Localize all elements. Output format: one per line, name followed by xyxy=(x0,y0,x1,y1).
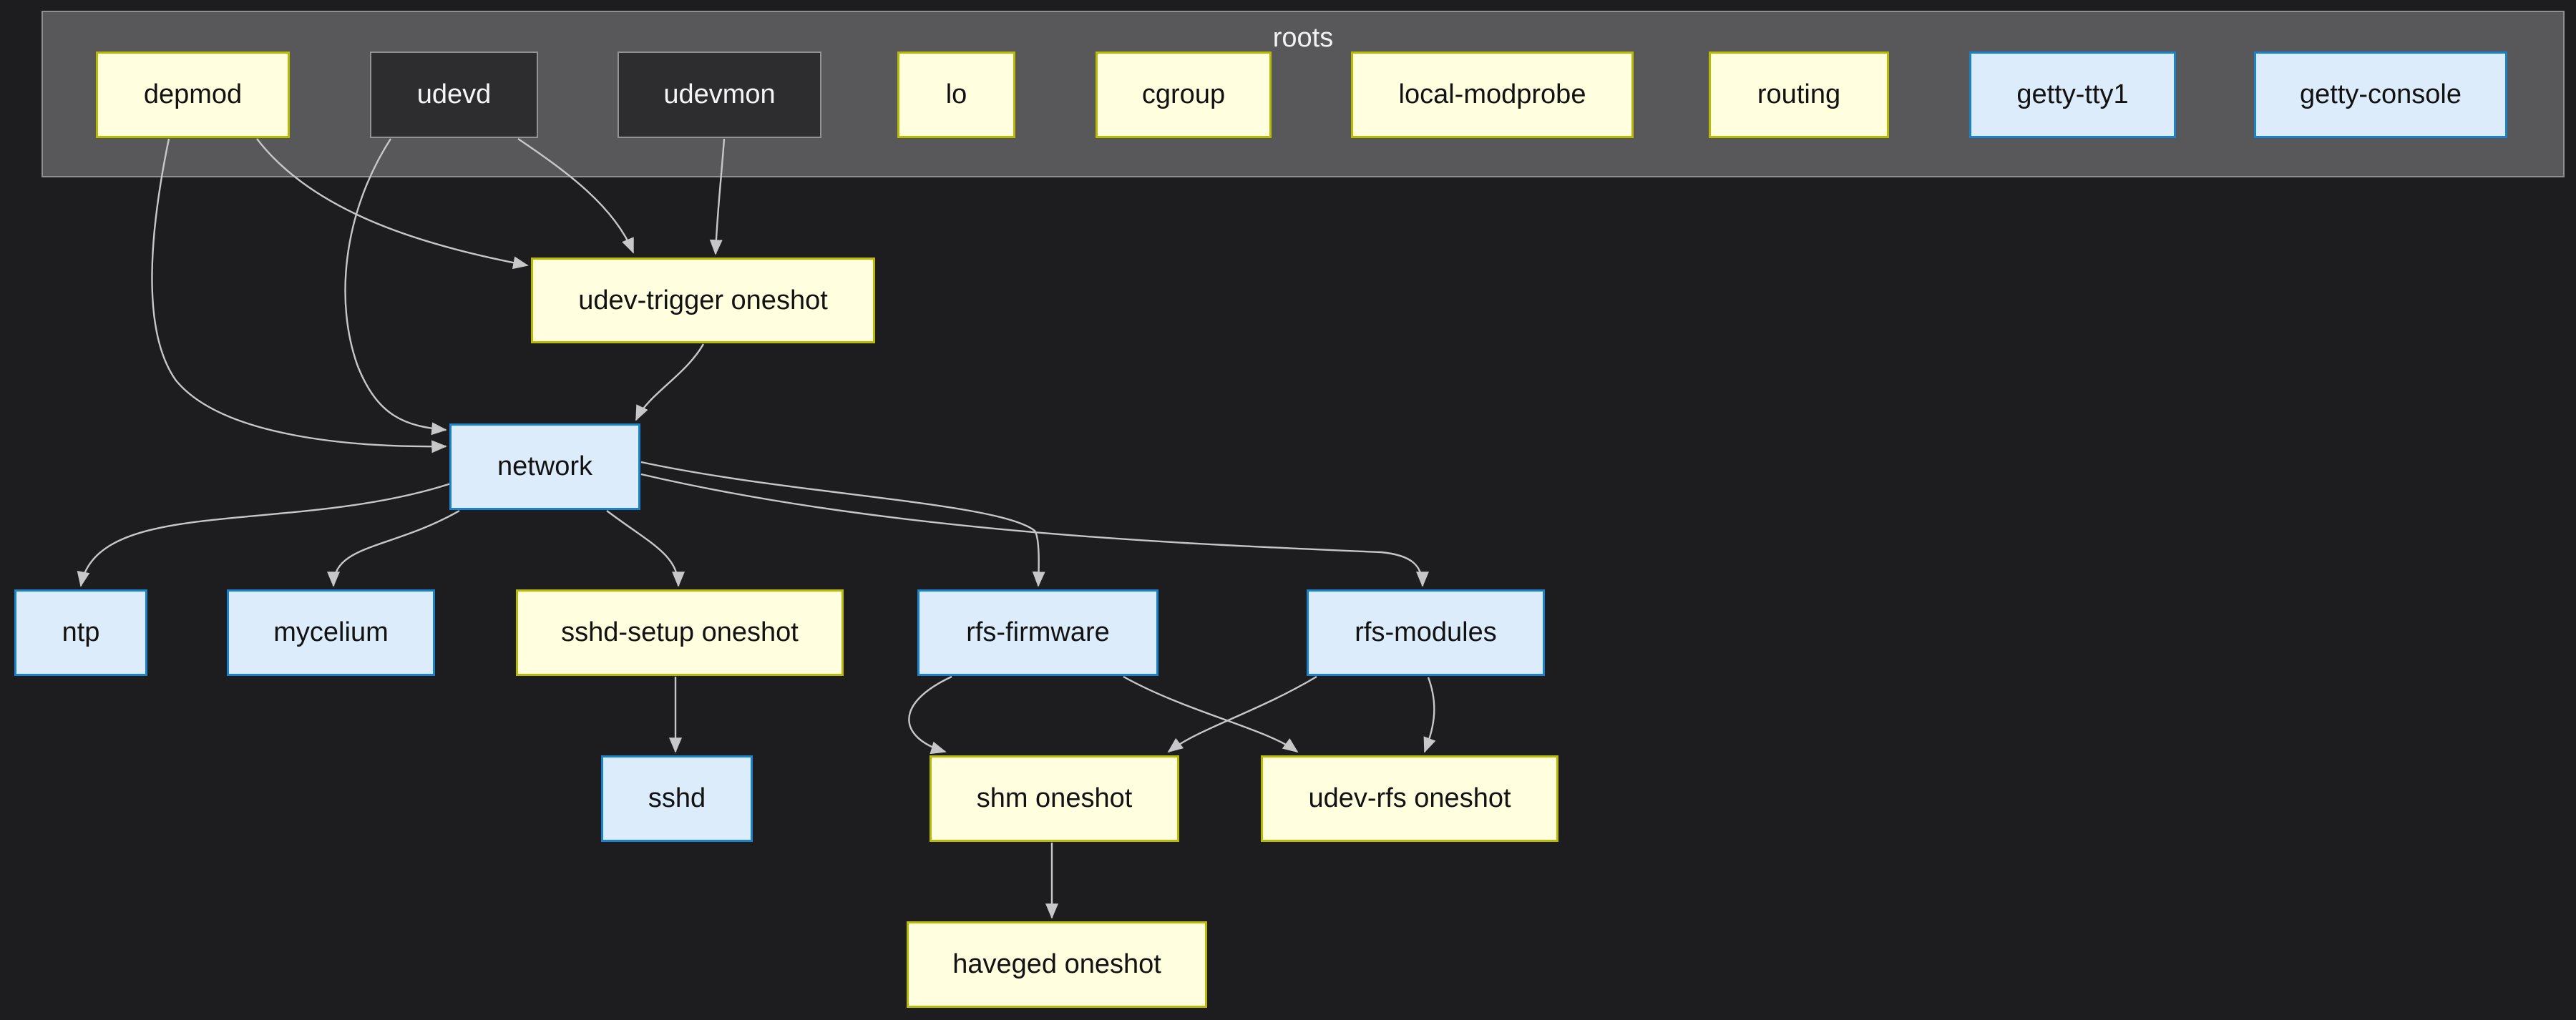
node-haveged-oneshot: haveged oneshot xyxy=(907,921,1207,1008)
node-rfs-firmware: rfs-firmware xyxy=(917,589,1158,676)
edge-udevmon-udev-trigger xyxy=(709,138,726,255)
node-depmod-label: depmod xyxy=(143,79,243,109)
node-udev-trigger-oneshot: udev-trigger oneshot xyxy=(531,258,875,343)
node-network-label: network xyxy=(497,451,593,481)
node-lo: lo xyxy=(897,52,1015,138)
edge-network-sshd-setup xyxy=(606,510,685,587)
edge-network-ntp xyxy=(77,482,452,587)
node-rfs-modules: rfs-modules xyxy=(1307,589,1545,676)
node-lo-label: lo xyxy=(945,79,967,109)
edge-rfs-modules-shm xyxy=(1167,675,1317,753)
node-sshd-setup-oneshot-label: sshd-setup oneshot xyxy=(561,617,799,647)
edge-rfs-firmware-shm xyxy=(908,675,952,755)
node-network: network xyxy=(449,423,640,510)
node-routing: routing xyxy=(1709,52,1889,138)
node-local-modprobe-label: local-modprobe xyxy=(1398,79,1586,109)
node-shm-oneshot-label: shm oneshot xyxy=(976,783,1133,813)
node-udev-trigger-oneshot-label: udev-trigger oneshot xyxy=(578,285,828,315)
roots-cluster-label: roots xyxy=(1272,23,1334,53)
edge-udevd-udev-trigger xyxy=(517,138,635,254)
node-getty-tty1-label: getty-tty1 xyxy=(2016,79,2129,109)
node-getty-console: getty-console xyxy=(2254,52,2507,138)
edge-udevd-network xyxy=(344,138,447,436)
node-cgroup-label: cgroup xyxy=(1141,79,1226,109)
node-sshd-setup-oneshot: sshd-setup oneshot xyxy=(516,589,844,676)
node-routing-label: routing xyxy=(1757,79,1841,109)
node-cgroup: cgroup xyxy=(1096,52,1272,138)
edge-depmod-network xyxy=(151,138,447,453)
node-udevd-label: udevd xyxy=(416,79,492,109)
node-mycelium-label: mycelium xyxy=(273,617,389,647)
node-shm-oneshot: shm oneshot xyxy=(930,755,1179,842)
node-rfs-firmware-label: rfs-firmware xyxy=(966,617,1110,647)
node-udev-rfs-oneshot: udev-rfs oneshot xyxy=(1261,755,1558,842)
node-ntp: ntp xyxy=(14,589,147,676)
edge-udev-trigger-network xyxy=(635,343,705,421)
node-getty-console-label: getty-console xyxy=(2299,79,2462,109)
edge-depmod-udev-trigger xyxy=(256,138,529,270)
edge-network-mycelium xyxy=(327,509,460,587)
node-sshd-label: sshd xyxy=(648,783,706,813)
node-rfs-modules-label: rfs-modules xyxy=(1355,617,1497,647)
node-udevd: udevd xyxy=(370,52,538,138)
edge-network-rfs-modules xyxy=(640,473,1429,587)
edge-rfs-firmware-udev-rfs xyxy=(1123,675,1299,753)
node-udevmon-label: udevmon xyxy=(663,79,776,109)
node-sshd: sshd xyxy=(601,755,753,842)
edge-rfs-modules-udev-rfs xyxy=(1423,677,1436,753)
node-local-modprobe: local-modprobe xyxy=(1351,52,1634,138)
node-haveged-oneshot-label: haveged oneshot xyxy=(952,949,1161,979)
node-depmod: depmod xyxy=(96,52,290,138)
node-mycelium: mycelium xyxy=(227,589,435,676)
node-getty-tty1: getty-tty1 xyxy=(1969,52,2176,138)
node-ntp-label: ntp xyxy=(62,617,100,647)
node-udevmon: udevmon xyxy=(618,52,821,138)
edge-network-rfs-firmware xyxy=(640,461,1045,587)
node-udev-rfs-oneshot-label: udev-rfs oneshot xyxy=(1308,783,1511,813)
